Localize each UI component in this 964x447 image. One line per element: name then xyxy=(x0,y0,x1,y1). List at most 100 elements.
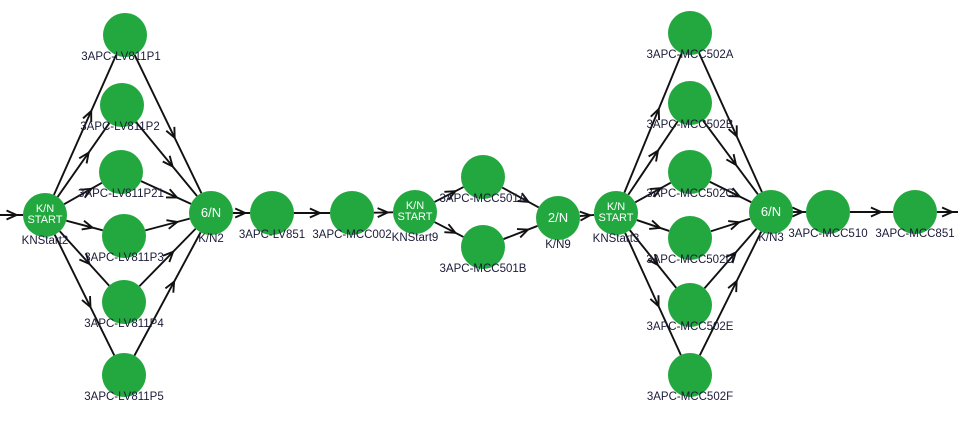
node-label-lv851: 3APC-LV851 xyxy=(238,229,306,241)
graph-node-p2[interactable] xyxy=(100,83,144,127)
node-label-m502a: 3APC-MCC502A xyxy=(646,49,734,61)
node-label-knstart3: KNStart3 xyxy=(592,233,640,245)
node-label-m502b: 3APC-MCC502B xyxy=(646,119,734,131)
node-label-mcc510: 3APC-MCC510 xyxy=(788,228,868,240)
graph-node-mcc851[interactable] xyxy=(893,190,937,234)
edge-arrowhead-icon xyxy=(81,296,92,310)
edge-arrowhead-icon xyxy=(648,148,660,162)
graph-edge xyxy=(710,217,751,233)
graph-edge xyxy=(138,228,197,287)
graph-edge xyxy=(59,230,110,287)
graph-node-mcc510[interactable] xyxy=(806,190,850,234)
graph-node-mcc002[interactable] xyxy=(330,191,374,235)
edge-arrowhead-icon xyxy=(377,207,391,218)
graph-edge xyxy=(434,186,464,203)
graph-node-p3[interactable] xyxy=(102,214,146,258)
edge-arrowhead-icon xyxy=(165,126,176,140)
graph-node-kn9[interactable]: 2/N xyxy=(536,196,580,240)
node-inner-text: START xyxy=(27,214,63,226)
graph-node-m502e[interactable] xyxy=(668,283,712,327)
node-label-mcc501b: 3APC-MCC501B xyxy=(439,263,527,275)
edge-arrowhead-icon xyxy=(941,206,955,218)
node-label-p5: 3APC-LV811P5 xyxy=(84,391,164,403)
edge-arrowhead-icon xyxy=(649,295,660,309)
edge-arrowhead-icon xyxy=(579,210,593,222)
edge-arrowhead-icon xyxy=(162,155,175,169)
edge-arrowhead-icon xyxy=(649,187,663,198)
graph-edge xyxy=(133,231,202,357)
graph-edge xyxy=(133,54,203,194)
edge-arrowhead-icon xyxy=(81,219,95,231)
graph-node-kn3[interactable]: 6/N xyxy=(749,190,793,234)
graph-node-p1[interactable] xyxy=(103,13,147,57)
edge-arrowhead-icon xyxy=(647,253,660,267)
graph-node-m502a[interactable] xyxy=(668,11,712,55)
graph-edge xyxy=(434,221,464,238)
edge-arrowhead-icon xyxy=(309,207,323,219)
graph-edge xyxy=(698,231,763,356)
node-label-p3: 3APC-LV811P3 xyxy=(84,252,164,264)
graph-edge xyxy=(703,227,758,290)
edge-arrowhead-icon xyxy=(164,279,176,293)
graph-node-mcc501b[interactable] xyxy=(461,225,505,269)
edge-arrowhead-icon xyxy=(727,125,738,139)
graph-edge xyxy=(135,121,198,197)
node-label-kn9: K/N9 xyxy=(545,239,571,251)
graph-edge xyxy=(501,186,540,209)
node-label-p21: 3APC-LV811P21 xyxy=(78,188,164,200)
graph-node-p5[interactable] xyxy=(102,353,146,397)
edge-arrowhead-icon xyxy=(791,206,805,218)
node-label-m502c: 3APC-MCC502C xyxy=(646,188,734,200)
node-inner-text: K/N xyxy=(405,199,425,212)
node-label-m502e: 3APC-MCC502E xyxy=(646,321,734,333)
node-label-mcc002: 3APC-MCC002 xyxy=(312,229,392,241)
edge-arrowhead-icon xyxy=(166,219,180,230)
node-label-knstart2: KNStart2 xyxy=(21,235,69,247)
graph-edge xyxy=(624,232,682,356)
graph-edge xyxy=(63,182,103,205)
graph-edge xyxy=(629,229,677,289)
node-label-kn2: K/N2 xyxy=(198,233,224,245)
graph-node-m502c[interactable] xyxy=(668,150,712,194)
node-inner-text: START xyxy=(397,211,433,223)
node-inner-text: K/N xyxy=(35,202,55,215)
graph-node-m502b[interactable] xyxy=(668,81,712,125)
edge-arrowhead-icon xyxy=(162,250,175,263)
edge-arrowhead-icon xyxy=(82,108,93,123)
graph-node-lv851[interactable] xyxy=(250,191,294,235)
node-label-mcc501a: 3APC-MCC501A xyxy=(439,193,527,205)
node-inner-text: 6/N xyxy=(760,204,782,220)
graph-node-m502d[interactable] xyxy=(668,216,712,260)
node-inner-text: 6/N xyxy=(200,205,222,221)
edge-arrowhead-icon xyxy=(444,190,458,201)
graph-node-m502f[interactable] xyxy=(668,353,712,397)
edge-arrowhead-icon xyxy=(517,192,531,203)
edge-arrowhead-icon xyxy=(870,206,884,218)
graph-edge xyxy=(709,180,752,204)
node-label-kn3: K/N3 xyxy=(758,232,784,244)
edge-arrowhead-icon xyxy=(78,150,91,164)
node-inner-text: START xyxy=(598,212,634,224)
edge-arrowhead-icon xyxy=(6,209,19,221)
edge-arrowhead-icon xyxy=(165,188,180,199)
edge-arrowhead-icon xyxy=(234,207,248,219)
graph-node-kn2[interactable]: 6/N xyxy=(189,191,233,235)
node-label-p2: 3APC-LV811P2 xyxy=(80,121,160,133)
graph-node-mcc501a[interactable] xyxy=(461,155,505,199)
node-label-m502d: 3APC-MCC502D xyxy=(646,254,734,266)
node-label-m502f: 3APC-MCC502F xyxy=(646,391,734,403)
graph-node-p21[interactable] xyxy=(99,150,143,194)
node-inner-text: K/N xyxy=(606,200,626,213)
graph-node-p4[interactable] xyxy=(102,280,146,324)
edge-arrowhead-icon xyxy=(80,187,94,199)
edge-arrowhead-icon xyxy=(725,153,738,167)
graph-edge xyxy=(698,52,763,193)
graph-edge xyxy=(145,217,190,232)
edge-arrowhead-icon xyxy=(649,219,663,230)
graph-edge xyxy=(53,54,117,196)
